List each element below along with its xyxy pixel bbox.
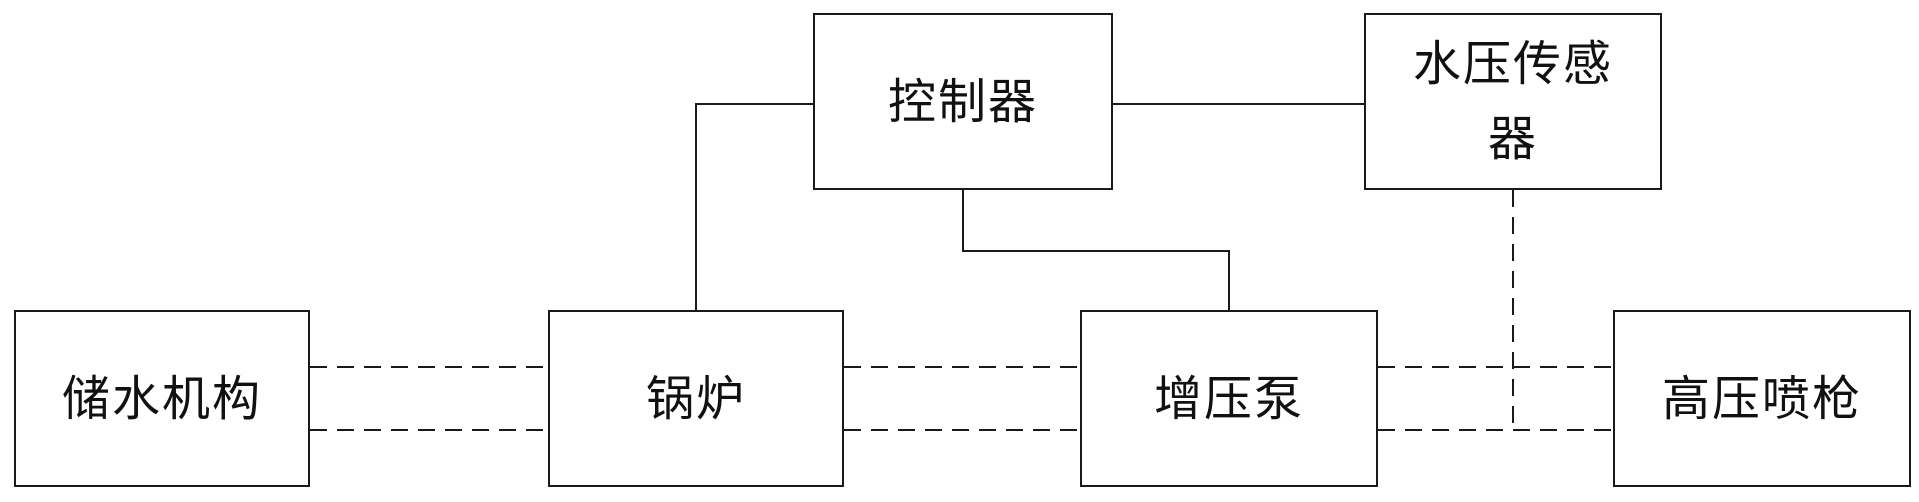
controller-label: 控制器 [887,73,1038,130]
controller-block: 控制器 [813,13,1113,190]
boiler-block: 锅炉 [548,310,844,487]
high-pressure-gun-label: 高压喷枪 [1661,370,1862,427]
booster-pump-label: 增压泵 [1153,370,1304,427]
control-line-controller-booster [962,190,1230,310]
high-pressure-gun-block: 高压喷枪 [1613,310,1911,487]
control-line-controller-boiler [695,103,813,310]
boiler-label: 锅炉 [645,370,746,427]
booster-pump-block: 增压泵 [1080,310,1378,487]
water-storage-label: 储水机构 [61,370,262,427]
water-pressure-sensor-block: 水压传感器 [1364,13,1662,190]
water-storage-block: 储水机构 [14,310,310,487]
water-pressure-sensor-label: 水压传感器 [1412,36,1613,167]
